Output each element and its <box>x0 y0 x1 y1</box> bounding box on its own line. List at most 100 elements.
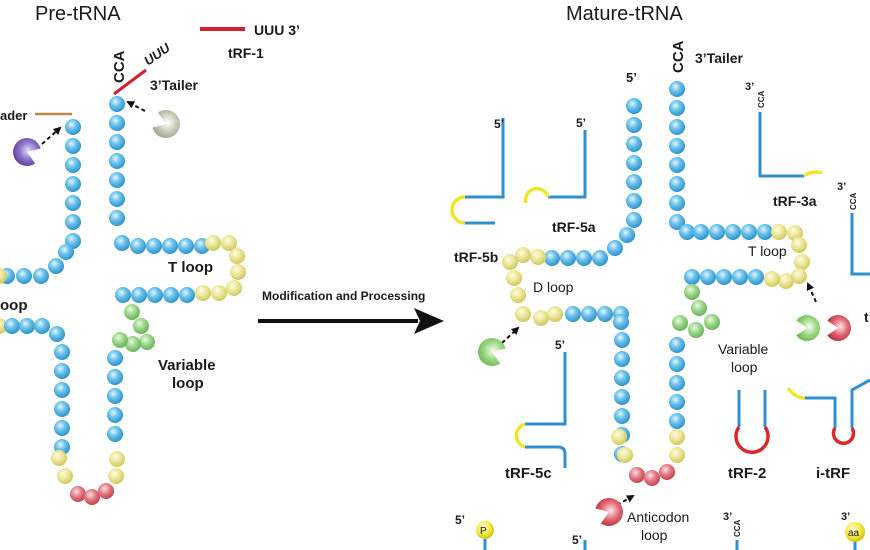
amino-acid-ball <box>845 522 865 542</box>
loop-bead <box>51 450 67 466</box>
stem-bead <box>58 244 74 260</box>
stem-bead <box>626 136 642 152</box>
trf5c-strand <box>525 352 567 426</box>
d-loop-enzyme-arrow <box>501 326 520 344</box>
trf5c-end-label: 5’ <box>555 338 565 352</box>
stem-bead <box>560 250 576 266</box>
bottom-cca-label: CCA <box>733 519 742 537</box>
stem-bead <box>162 238 178 254</box>
stem-bead <box>34 318 50 334</box>
stem-bead <box>147 287 163 303</box>
loop-bead <box>205 235 221 251</box>
variable-loop-bead <box>124 304 140 320</box>
anticodon-bead <box>644 470 660 486</box>
stem-bead <box>109 191 125 207</box>
pre-t-loop-label: T loop <box>168 259 213 276</box>
trf5c-loop <box>514 422 526 449</box>
variable-loop-bead <box>139 334 155 350</box>
stem-bead <box>684 269 700 285</box>
stem-bead <box>614 370 630 386</box>
trf5b-loop <box>450 195 466 225</box>
loop-bead <box>547 306 563 322</box>
loop-bead <box>533 310 549 326</box>
stem-bead <box>614 351 630 367</box>
stem-bead <box>669 337 685 353</box>
stem-bead <box>732 269 748 285</box>
mature-trailer-label: 3’Tailer <box>695 50 744 66</box>
itrf-strand-right <box>850 378 870 428</box>
stem-bead <box>107 388 123 404</box>
loop-bead <box>230 264 246 280</box>
trf2-fragment <box>734 390 770 455</box>
amino-acid-label: aa <box>848 528 860 539</box>
stem-bead <box>725 224 741 240</box>
stem-bead <box>19 318 35 334</box>
stem-bead <box>178 238 194 254</box>
trf5a-label: tRF-5a <box>552 219 596 235</box>
anticodon-enzyme-icon <box>595 498 624 526</box>
stem-bead <box>107 369 123 385</box>
variable-loop-bead <box>691 300 707 316</box>
stem-bead <box>65 157 81 173</box>
loop-bead <box>515 306 531 322</box>
stem-bead <box>4 318 20 334</box>
variable-loop-bead <box>133 318 149 334</box>
stem-bead <box>669 157 685 173</box>
stem-bead <box>54 401 70 417</box>
pre-trna-title: Pre-tRNA <box>35 3 121 25</box>
mature-cca-label: CCA <box>670 40 687 73</box>
stem-bead <box>669 81 685 97</box>
trf3b-cca-label: CCA <box>849 192 858 210</box>
stem-bead <box>626 212 642 228</box>
stem-bead <box>613 314 629 330</box>
stem-bead <box>614 408 630 424</box>
stem-bead <box>109 115 125 131</box>
stem-bead <box>544 250 560 266</box>
stem-bead <box>669 119 685 135</box>
variable-loop-bead <box>704 314 720 330</box>
stem-bead <box>33 268 49 284</box>
stem-bead <box>626 193 642 209</box>
stem-bead <box>54 420 70 436</box>
loop-bead <box>226 280 242 296</box>
phosphate-ball <box>476 521 494 539</box>
processing-arrow-label: Modification and Processing <box>262 289 425 303</box>
anticodon-loop-label-2: loop <box>641 527 668 543</box>
mature-five-prime: 5’ <box>626 70 637 85</box>
pre-trna-annotations: ader UUU CCA 3’Tailer T loop Variable lo… <box>0 40 216 392</box>
stem-bead <box>626 98 642 114</box>
stem-bead <box>626 174 642 190</box>
pre-cca-label: CCA <box>111 50 128 83</box>
trf3a-label: tRF-3a <box>773 193 817 209</box>
trf5b-end-label: 5’ <box>494 117 504 131</box>
loop-bead <box>778 273 794 289</box>
loop-bead <box>109 451 125 467</box>
stem-bead <box>614 389 630 405</box>
variable-loop-bead <box>684 284 700 300</box>
stem-bead <box>54 363 70 379</box>
itrf-label: i-tRF <box>816 465 850 482</box>
stem-bead <box>565 306 581 322</box>
stem-bead <box>109 134 125 150</box>
angiogenin-red-enzyme-icon <box>827 315 851 342</box>
stem-bead <box>65 214 81 230</box>
d-loop-enzyme-icon <box>478 338 506 367</box>
anticodon-loop-label-1: Anticodon <box>627 509 689 525</box>
stem-bead <box>741 224 757 240</box>
angiogenin-green-enzyme-icon <box>796 315 820 342</box>
stem-bead <box>669 356 685 372</box>
stem-bead <box>693 224 709 240</box>
stem-bead <box>109 210 125 226</box>
anticodon-bead <box>84 489 100 505</box>
stem-bead <box>669 195 685 211</box>
trf5c-label: tRF-5c <box>505 465 552 482</box>
variable-loop-bead <box>688 322 704 338</box>
mature-trna-annotations: CCA 5’ 3’Tailer T loop D loop Variable l… <box>501 40 817 543</box>
stem-bead <box>669 100 685 116</box>
rnase-p-enzyme-icon <box>13 138 41 167</box>
stem-bead <box>669 375 685 391</box>
loop-bead <box>57 468 73 484</box>
itrf-loop <box>831 427 856 445</box>
bottom-aa-end-label: 3’ <box>841 511 850 523</box>
trf3a-tail <box>802 170 823 178</box>
